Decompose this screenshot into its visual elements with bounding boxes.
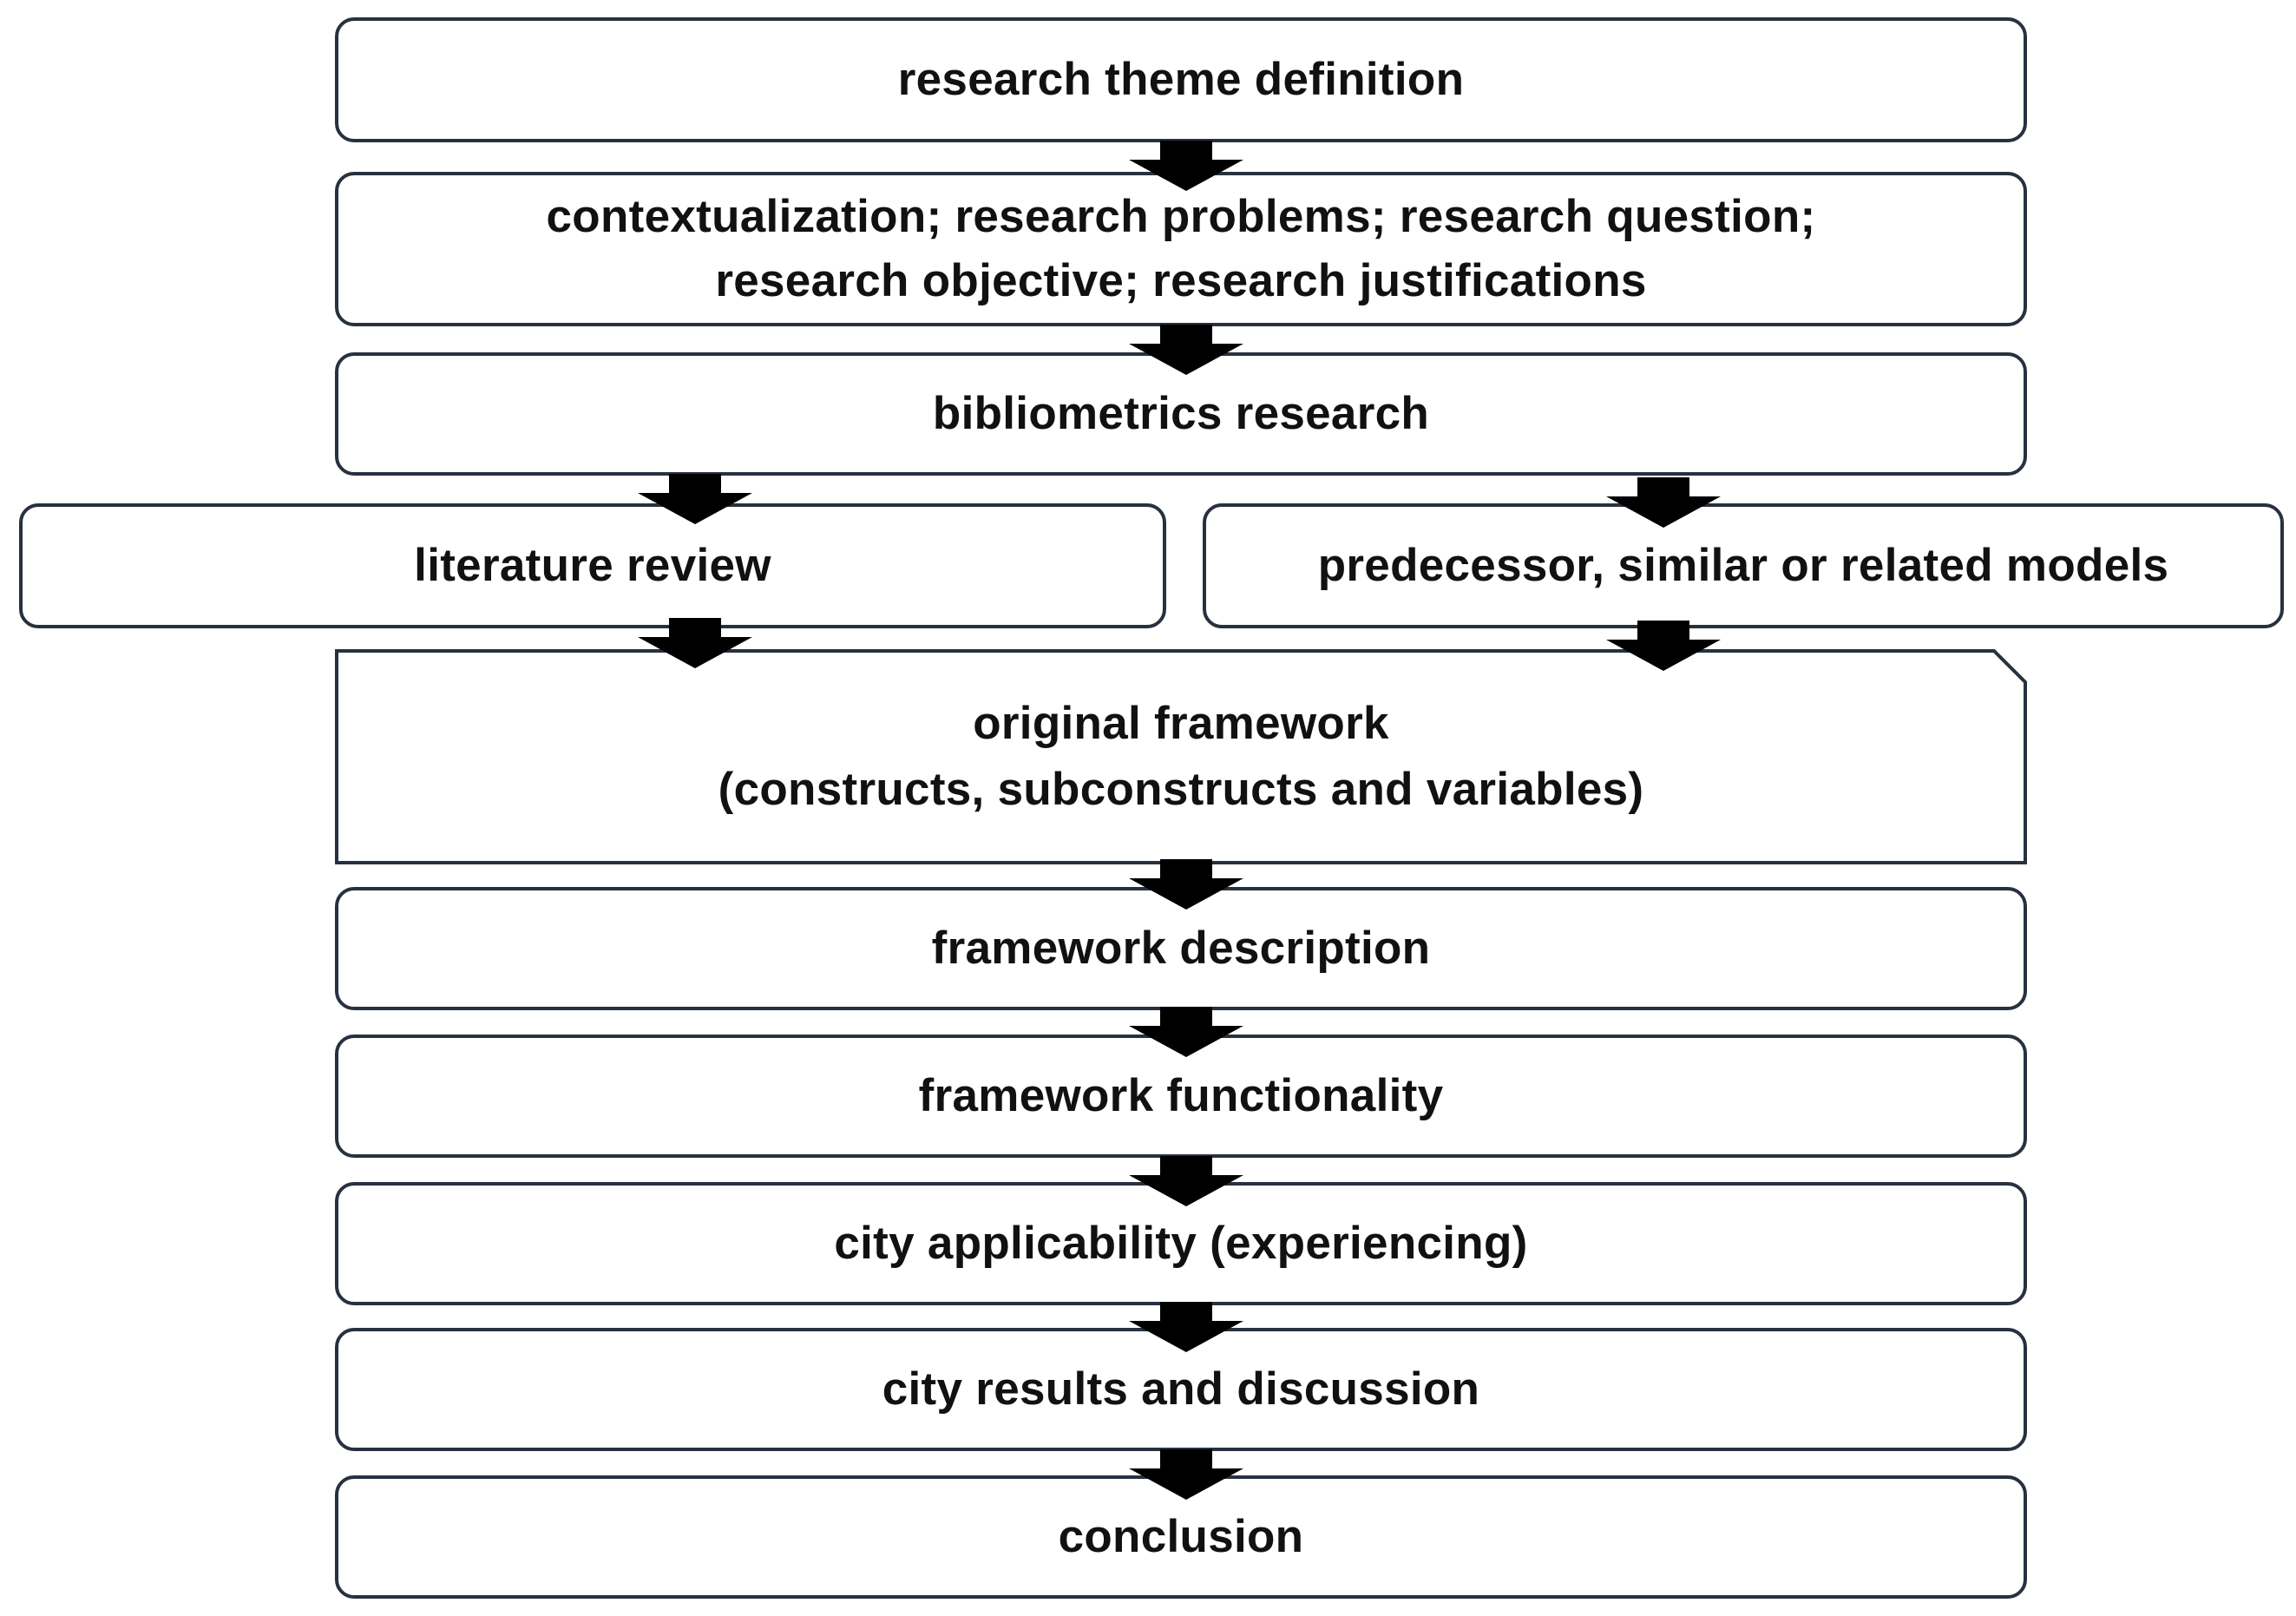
down-arrow-icon xyxy=(1129,1156,1243,1206)
step-label-line: city applicability (experiencing) xyxy=(834,1218,1528,1269)
step-label-line: framework functionality xyxy=(918,1070,1444,1121)
step-label-line: literature review xyxy=(414,540,771,591)
down-arrow-icon xyxy=(1606,477,1721,528)
step-contextualization: contextualization; research problems; re… xyxy=(335,172,2027,326)
down-arrow-icon xyxy=(1129,859,1243,910)
step-label-line: contextualization; research problems; re… xyxy=(546,191,1816,242)
framework-snipped-box-shape xyxy=(335,649,2027,864)
down-arrow-icon xyxy=(1129,1449,1243,1500)
down-arrow-icon xyxy=(1606,621,1721,671)
step-original-framework: original framework (constructs, subconst… xyxy=(335,649,2027,864)
step-bibliometrics-research: bibliometrics research xyxy=(335,352,2027,476)
down-arrow-icon xyxy=(1129,1302,1243,1352)
down-arrow-icon xyxy=(1129,325,1243,375)
down-arrow-icon xyxy=(1129,141,1243,191)
step-city-applicability: city applicability (experiencing) xyxy=(335,1182,2027,1305)
step-label-line: bibliometrics research xyxy=(932,388,1430,439)
step-label-line: research theme definition xyxy=(897,54,1465,105)
step-label-line: predecessor, similar or related models xyxy=(1317,540,2169,591)
step-label-line: framework description xyxy=(931,923,1431,974)
down-arrow-icon xyxy=(1129,1007,1243,1057)
step-literature-review: literature review xyxy=(19,503,1166,628)
step-label-line: original framework xyxy=(973,698,1389,749)
step-predecessor-models: predecessor, similar or related models xyxy=(1203,503,2284,628)
step-label-line: (constructs, subconstructs and variables… xyxy=(718,764,1644,815)
down-arrow-icon xyxy=(638,618,752,668)
step-label-line: city results and discussion xyxy=(882,1363,1480,1415)
step-framework-functionality: framework functionality xyxy=(335,1035,2027,1158)
step-label-line: research objective; research justificati… xyxy=(715,255,1647,306)
step-label-line: conclusion xyxy=(1058,1511,1304,1562)
step-research-theme-definition: research theme definition xyxy=(335,17,2027,142)
down-arrow-icon xyxy=(638,474,752,524)
